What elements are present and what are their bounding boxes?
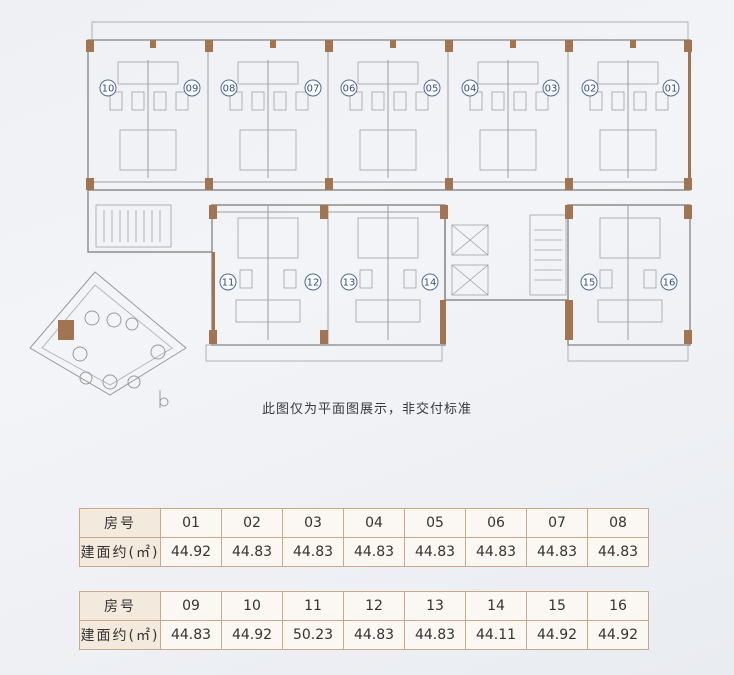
area-cell: 44.83 [465, 537, 527, 567]
room-cell: 16 [587, 591, 649, 621]
room-number-12: 12 [304, 273, 322, 291]
svg-text:04: 04 [464, 84, 477, 95]
svg-text:02: 02 [584, 84, 597, 95]
room-cell: 03 [282, 508, 344, 538]
room-number-08: 08 [220, 79, 238, 97]
room-cell: 01 [160, 508, 222, 538]
svg-text:13: 13 [343, 278, 356, 289]
room-number-04: 04 [461, 79, 479, 97]
svg-text:10: 10 [102, 84, 115, 95]
area-table-2: 房号 09 10 11 12 13 14 15 16 建面约(㎡) 44.83 … [79, 591, 649, 650]
svg-text:11: 11 [222, 278, 235, 289]
structural-columns [86, 40, 692, 344]
area-cell: 44.83 [221, 537, 283, 567]
area-cell: 44.83 [160, 620, 222, 650]
table-row: 建面约(㎡) 44.83 44.92 50.23 44.83 44.83 44.… [79, 620, 649, 650]
svg-text:07: 07 [307, 84, 320, 95]
area-cell: 44.92 [526, 620, 588, 650]
room-cell: 10 [221, 591, 283, 621]
table-row: 房号 01 02 03 04 05 06 07 08 [79, 508, 649, 538]
room-cell: 09 [160, 591, 222, 621]
room-number-11: 11 [219, 273, 237, 291]
room-cell: 06 [465, 508, 527, 538]
header-room: 房号 [79, 591, 161, 621]
room-number-06: 06 [340, 79, 358, 97]
room-cell: 05 [404, 508, 466, 538]
header-room: 房号 [79, 508, 161, 538]
svg-text:15: 15 [583, 278, 596, 289]
room-number-01: 01 [662, 79, 680, 97]
svg-text:03: 03 [545, 84, 558, 95]
room-number-05: 05 [423, 79, 441, 97]
room-cell: 15 [526, 591, 588, 621]
area-table-1: 房号 01 02 03 04 05 06 07 08 建面约(㎡) 44.92 … [79, 508, 649, 567]
area-cell: 44.83 [343, 537, 405, 567]
area-cell: 44.83 [404, 620, 466, 650]
room-cell: 11 [282, 591, 344, 621]
room-number-02: 02 [581, 79, 599, 97]
floor-plan: 10 09 08 07 06 05 04 03 02 01 11 12 13 14 15 16 [29, 21, 692, 408]
room-number-16: 16 [660, 273, 678, 291]
header-area: 建面约(㎡) [79, 537, 161, 567]
svg-text:01: 01 [665, 84, 678, 95]
room-number-03: 03 [542, 79, 560, 97]
svg-text:08: 08 [223, 84, 236, 95]
room-number-15: 15 [580, 273, 598, 291]
room-cell: 13 [404, 591, 466, 621]
room-cell: 04 [343, 508, 405, 538]
disclaimer-caption: 此图仅为平面图展示，非交付标准 [261, 402, 472, 417]
table-row: 房号 09 10 11 12 13 14 15 16 [79, 591, 649, 621]
room-cell: 12 [343, 591, 405, 621]
area-cell: 44.83 [526, 537, 588, 567]
svg-text:12: 12 [307, 278, 320, 289]
unit-dividers [88, 40, 690, 345]
site-plan-inset [29, 271, 187, 408]
area-cell: 44.83 [282, 537, 344, 567]
room-cell: 08 [587, 508, 649, 538]
svg-text:14: 14 [424, 278, 437, 289]
area-cell: 44.92 [221, 620, 283, 650]
room-cell: 14 [465, 591, 527, 621]
room-number-markers: 10 09 08 07 06 05 04 03 02 01 11 12 13 14 15 16 [99, 79, 680, 291]
svg-text:09: 09 [186, 84, 199, 95]
header-area: 建面约(㎡) [79, 620, 161, 650]
area-cell: 50.23 [282, 620, 344, 650]
room-number-07: 07 [304, 79, 322, 97]
building-outline [87, 39, 691, 346]
area-cell: 44.83 [587, 537, 649, 567]
room-number-13: 13 [340, 273, 358, 291]
area-cell: 44.92 [160, 537, 222, 567]
area-cell: 44.83 [343, 620, 405, 650]
svg-text:06: 06 [343, 84, 356, 95]
area-cell: 44.83 [404, 537, 466, 567]
room-cell: 07 [526, 508, 588, 538]
area-cell: 44.11 [465, 620, 527, 650]
room-fixtures [91, 21, 689, 362]
svg-text:05: 05 [426, 84, 439, 95]
room-cell: 02 [221, 508, 283, 538]
room-number-10: 10 [99, 79, 117, 97]
room-number-09: 09 [183, 79, 201, 97]
table-row: 建面约(㎡) 44.92 44.83 44.83 44.83 44.83 44.… [79, 537, 649, 567]
room-number-14: 14 [421, 273, 439, 291]
svg-text:16: 16 [663, 278, 676, 289]
area-cell: 44.92 [587, 620, 649, 650]
